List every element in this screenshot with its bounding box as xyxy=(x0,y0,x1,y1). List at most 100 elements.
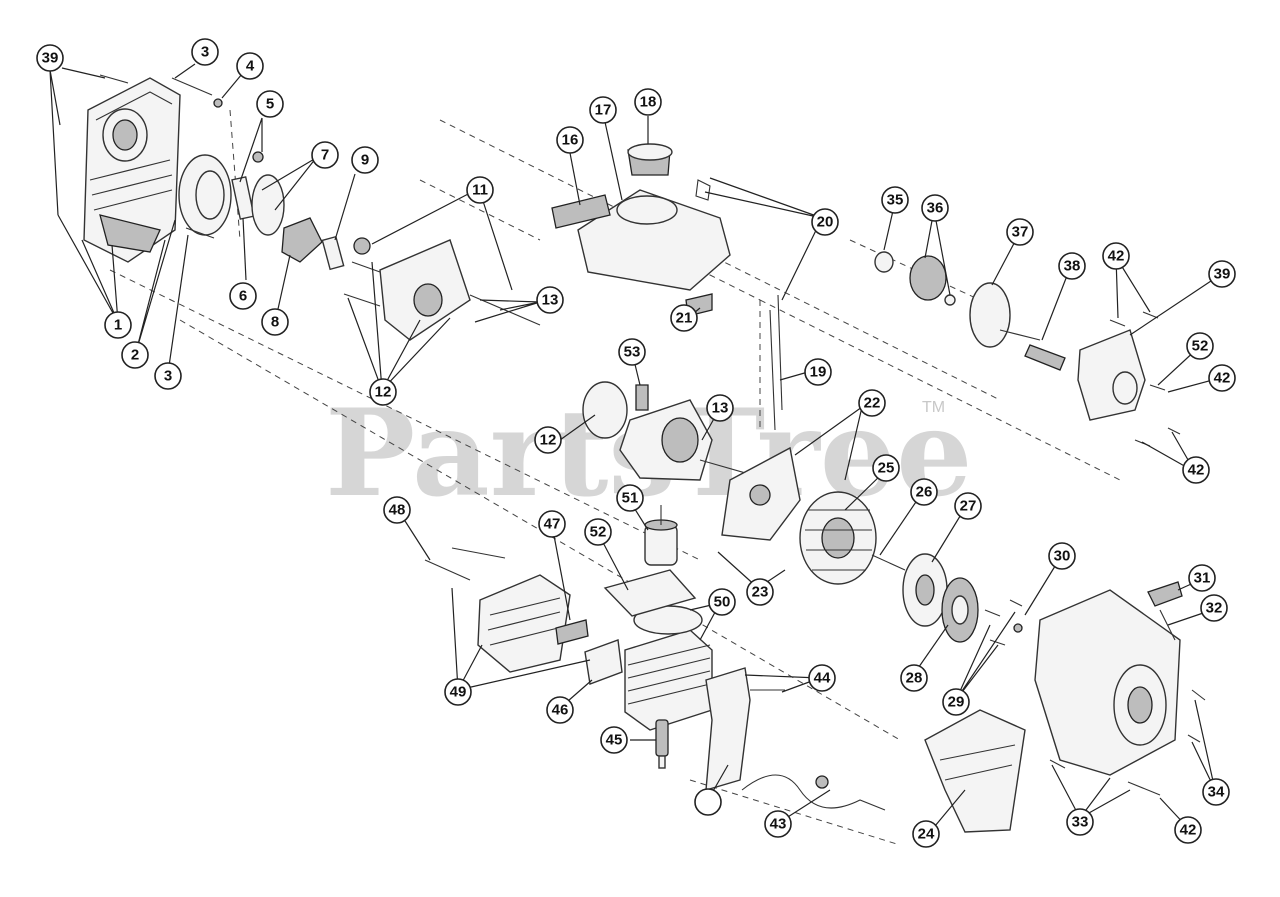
ignition-housing xyxy=(721,446,801,541)
callout-50[interactable]: 52 xyxy=(584,518,612,546)
callout-40-top[interactable]: 42 xyxy=(1102,242,1130,270)
callout-13[interactable]: 13 xyxy=(536,286,564,314)
screws-right xyxy=(1049,311,1206,796)
callout-40-mid[interactable]: 42 xyxy=(1208,364,1236,392)
callout-43[interactable]: 45 xyxy=(600,726,628,754)
callout-28[interactable]: 28 xyxy=(900,664,928,692)
air-filter-element xyxy=(178,154,232,236)
callout-37[interactable]: 37 xyxy=(1006,218,1034,246)
callout-40-lower[interactable]: 42 xyxy=(1182,456,1210,484)
spark-plug xyxy=(655,719,669,769)
svg-text:44: 44 xyxy=(814,670,831,687)
callout-44[interactable]: 46 xyxy=(546,696,574,724)
callout-52[interactable]: 52 xyxy=(1186,332,1214,360)
svg-text:6: 6 xyxy=(239,288,247,305)
svg-text:12: 12 xyxy=(375,384,392,401)
callout-53[interactable] xyxy=(694,788,722,816)
callout-47[interactable]: 49 xyxy=(444,678,472,706)
svg-text:50: 50 xyxy=(714,594,731,611)
callout-39[interactable]: 39 xyxy=(36,44,64,72)
guide-line-right xyxy=(759,299,1121,481)
callout-29[interactable]: 29 xyxy=(942,688,970,716)
callout-12[interactable]: 12 xyxy=(369,378,397,406)
watermark-trademark: TM xyxy=(922,399,945,416)
callout-41[interactable]: 43 xyxy=(764,810,792,838)
svg-text:12: 12 xyxy=(540,432,557,449)
callout-13-lower[interactable]: 13 xyxy=(706,394,734,422)
svg-text:30: 30 xyxy=(1054,548,1071,565)
callout-8[interactable]: 8 xyxy=(261,308,289,336)
piston xyxy=(603,505,697,617)
svg-text:46: 46 xyxy=(552,702,569,719)
callout-40-bottom[interactable]: 42 xyxy=(1174,816,1202,844)
svg-text:11: 11 xyxy=(472,182,488,199)
svg-text:52: 52 xyxy=(1192,338,1209,355)
callout-3[interactable]: 3 xyxy=(191,38,219,66)
svg-text:28: 28 xyxy=(906,670,923,687)
callout-34[interactable]: 34 xyxy=(1202,778,1230,806)
callout-7[interactable]: 7 xyxy=(311,141,339,169)
svg-text:3: 3 xyxy=(164,368,172,385)
svg-text:42: 42 xyxy=(1214,370,1231,387)
callout-27[interactable]: 27 xyxy=(954,492,982,520)
svg-text:19: 19 xyxy=(810,364,827,381)
callout-32[interactable]: 32 xyxy=(1200,594,1228,622)
svg-text:2: 2 xyxy=(131,347,139,364)
svg-text:42: 42 xyxy=(1180,822,1197,839)
callout-20[interactable]: 20 xyxy=(811,208,839,236)
screws-upper-left xyxy=(99,74,264,239)
callout-9[interactable]: 9 xyxy=(351,146,379,174)
svg-text:48: 48 xyxy=(389,502,406,519)
svg-text:51: 51 xyxy=(622,490,639,507)
callout-42[interactable]: 44 xyxy=(808,664,836,692)
svg-text:9: 9 xyxy=(361,152,369,169)
callout-23[interactable]: 23 xyxy=(746,578,774,606)
callout-24[interactable]: 24 xyxy=(912,820,940,848)
callout-3-lower[interactable]: 3 xyxy=(154,362,182,390)
callout-45[interactable]: 47 xyxy=(538,510,566,538)
callout-31[interactable]: 31 xyxy=(1188,564,1216,592)
svg-text:36: 36 xyxy=(927,200,944,217)
callout-51[interactable]: 53 xyxy=(618,338,646,366)
callout-11[interactable]: 11 xyxy=(466,176,494,204)
svg-text:27: 27 xyxy=(960,498,977,515)
callout-26[interactable]: 26 xyxy=(910,478,938,506)
crankcase xyxy=(582,381,771,481)
callout-38[interactable]: 38 xyxy=(1058,252,1086,280)
svg-text:3: 3 xyxy=(201,44,209,61)
svg-text:8: 8 xyxy=(271,314,279,331)
svg-text:20: 20 xyxy=(817,214,834,231)
callout-33[interactable]: 33 xyxy=(1066,808,1094,836)
callout-16[interactable]: 16 xyxy=(556,126,584,154)
svg-text:13: 13 xyxy=(542,292,559,309)
svg-text:23: 23 xyxy=(752,584,769,601)
callout-21[interactable]: 21 xyxy=(670,304,698,332)
callout-12-lower[interactable]: 12 xyxy=(534,426,562,454)
guide-line-carb xyxy=(419,179,541,241)
callout-1[interactable]: 1 xyxy=(104,311,132,339)
callout-49[interactable]: 51 xyxy=(616,484,644,512)
drive-housing xyxy=(1077,329,1146,421)
callout-48[interactable]: 50 xyxy=(708,588,736,616)
callout-2[interactable]: 2 xyxy=(121,341,149,369)
callout-35[interactable]: 35 xyxy=(881,186,909,214)
callout-5[interactable]: 5 xyxy=(256,90,284,118)
callout-25[interactable]: 25 xyxy=(872,454,900,482)
callout-6[interactable]: 6 xyxy=(229,282,257,310)
callout-17[interactable]: 17 xyxy=(589,96,617,124)
callout-22[interactable]: 22 xyxy=(858,389,886,417)
svg-text:49: 49 xyxy=(450,684,467,701)
callout-39-right[interactable]: 39 xyxy=(1208,260,1236,288)
svg-text:25: 25 xyxy=(878,460,895,477)
carb-adapter-parts xyxy=(231,174,345,271)
callout-4[interactable]: 4 xyxy=(236,52,264,80)
guide-line-lower xyxy=(179,319,901,741)
callout-46[interactable]: 48 xyxy=(383,496,411,524)
callout-30[interactable]: 30 xyxy=(1048,542,1076,570)
callout-18[interactable]: 18 xyxy=(634,88,662,116)
callout-19[interactable]: 19 xyxy=(804,358,832,386)
callout-36[interactable]: 36 xyxy=(921,194,949,222)
svg-text:22: 22 xyxy=(864,395,881,412)
